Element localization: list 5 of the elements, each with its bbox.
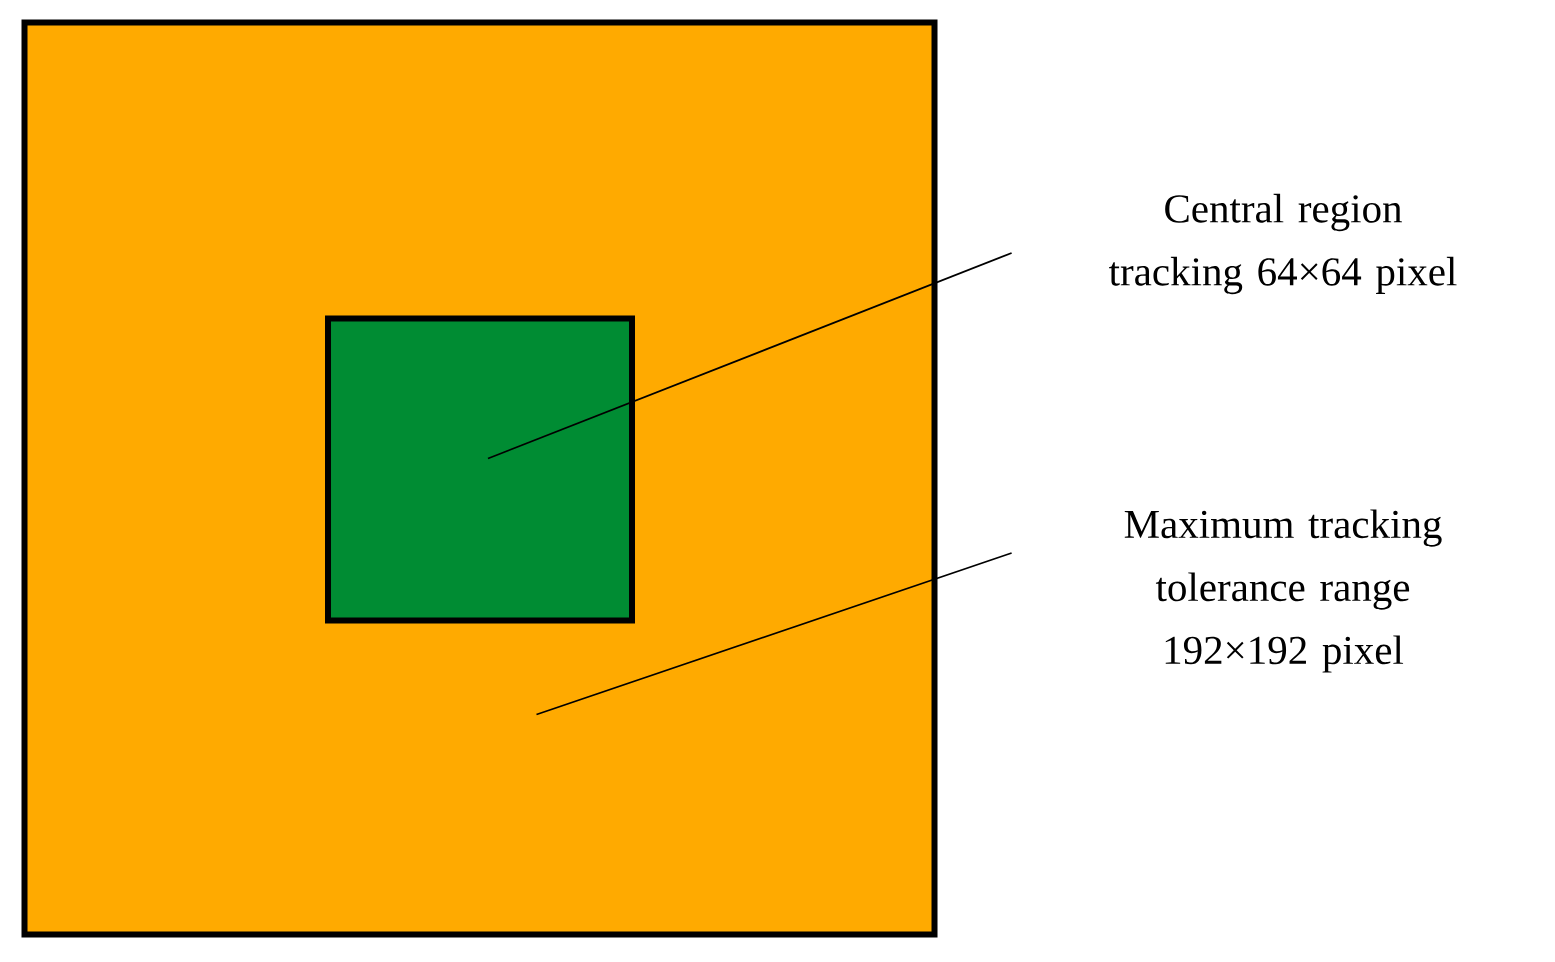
leader-line	[535, 552, 1013, 716]
label-text: Maximum tracking tolerance range 192×192 pixel	[1124, 509, 1442, 673]
leader-line	[487, 252, 1013, 460]
label-text: Central region tracking 64×64 pixel	[1109, 193, 1457, 295]
region-square	[325, 315, 635, 624]
